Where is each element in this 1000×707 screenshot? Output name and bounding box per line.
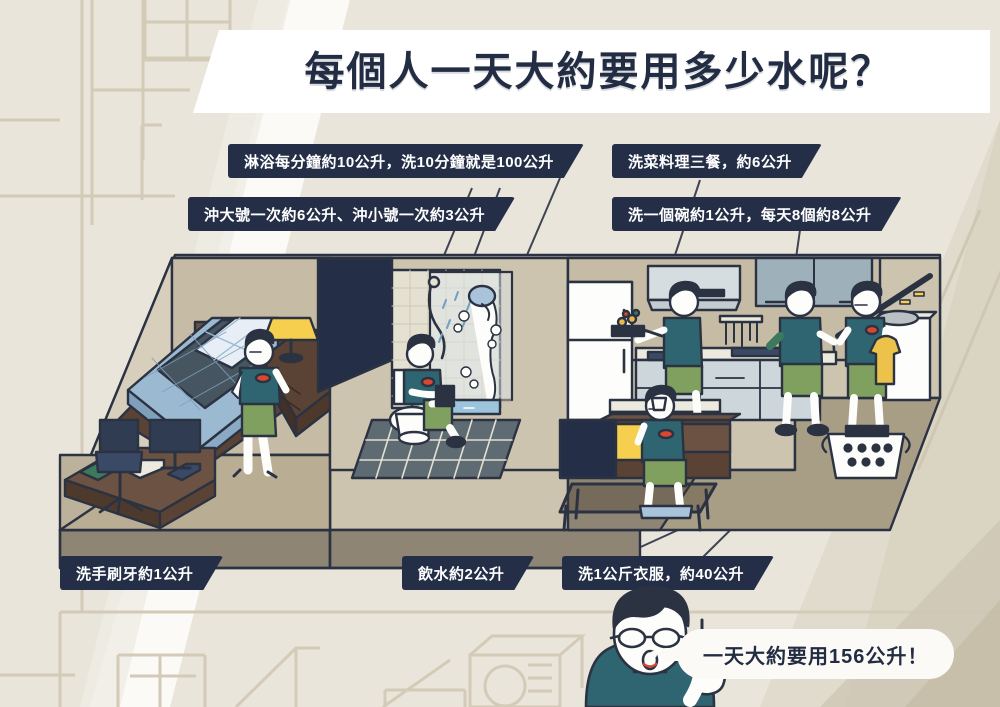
callout-laundry-text: 洗1公斤衣服，約40公升: [578, 565, 745, 583]
page-title: 每個人一天大約要用多少水呢？: [193, 30, 990, 113]
callout-shower: 淋浴每分鐘約10公升，洗10分鐘就是100公升: [228, 144, 584, 178]
callout-drinking-text: 飲水約2公升: [418, 565, 505, 583]
callout-shower-text: 淋浴每分鐘約10公升，洗10分鐘就是100公升: [244, 153, 554, 171]
callout-handwash: 洗手刷牙約1公升: [60, 556, 223, 590]
callout-toilet-text: 沖大號一次約6公升、沖小號一次約3公升: [204, 206, 486, 224]
callout-dishes: 洗一個碗約1公升，每天8個約8公升: [612, 197, 902, 231]
page-title-text: 每個人一天大約要用多少水呢？: [304, 49, 893, 94]
callout-laundry: 洗1公斤衣服，約40公升: [562, 556, 774, 590]
speech-bubble-text: 一天大約要用156公升！: [703, 645, 929, 668]
speech-bubble-dot: [650, 651, 657, 658]
callout-dishes-text: 洗一個碗約1公升，每天8個約8公升: [628, 206, 872, 224]
callout-cooking-text: 洗菜料理三餐，約6公升: [628, 153, 792, 171]
callout-drinking: 飲水約2公升: [402, 556, 534, 590]
callout-toilet: 沖大號一次約6公升、沖小號一次約3公升: [188, 197, 515, 231]
callout-handwash-text: 洗手刷牙約1公升: [76, 565, 194, 583]
callout-cooking: 洗菜料理三餐，約6公升: [612, 144, 822, 178]
speech-bubble: 一天大約要用156公升！: [677, 629, 955, 679]
